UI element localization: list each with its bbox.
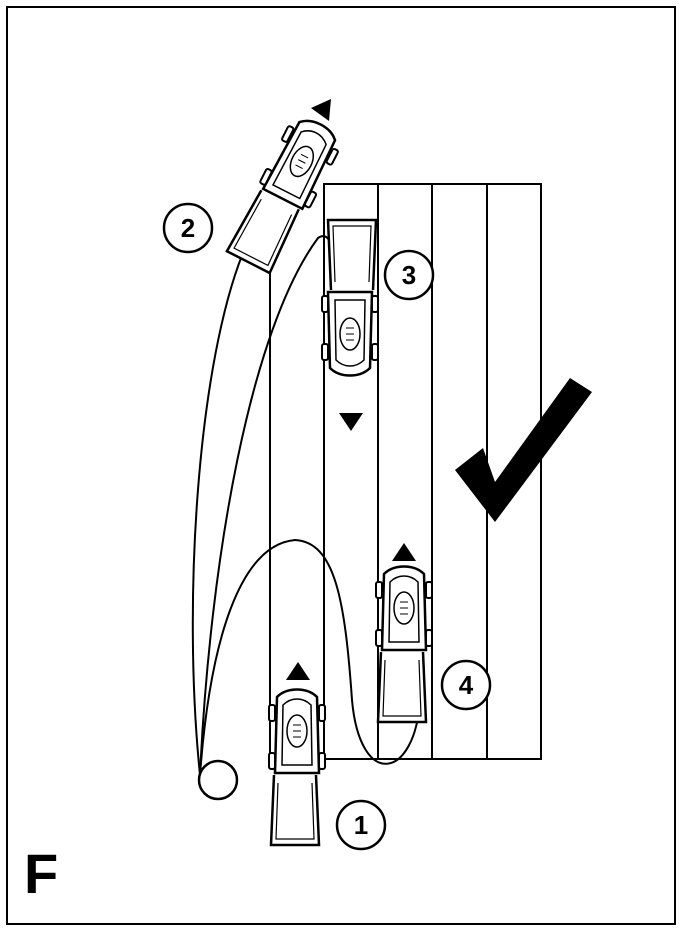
triangle-arrow-icon xyxy=(392,543,416,561)
lawn-mower-icon xyxy=(267,688,327,847)
step-label-2: 2 xyxy=(162,202,214,254)
check-mark-icon xyxy=(455,378,592,522)
triangle-arrow-icon xyxy=(311,99,331,121)
circle-turn-icon xyxy=(197,759,239,801)
lawn-mower-icon xyxy=(374,565,434,724)
path-1-to-2 xyxy=(191,247,246,776)
lawn-stripes xyxy=(269,183,542,760)
svg-text:2: 2 xyxy=(181,213,195,243)
figure-frame xyxy=(6,6,676,925)
triangle-arrow-icon xyxy=(286,662,310,680)
lawn-mower-icon xyxy=(320,218,380,377)
path-1-to-4 xyxy=(199,538,421,776)
step-label-3: 3 xyxy=(383,249,435,301)
panel-letter: F xyxy=(24,842,59,905)
svg-text:1: 1 xyxy=(354,810,368,840)
step-label-1: 1 xyxy=(335,799,387,851)
step-label-4: 4 xyxy=(440,659,492,711)
svg-text:3: 3 xyxy=(402,260,416,290)
svg-text:4: 4 xyxy=(459,670,474,700)
triangle-arrow-icon xyxy=(339,413,363,431)
lawn-mower-icon xyxy=(223,110,347,277)
